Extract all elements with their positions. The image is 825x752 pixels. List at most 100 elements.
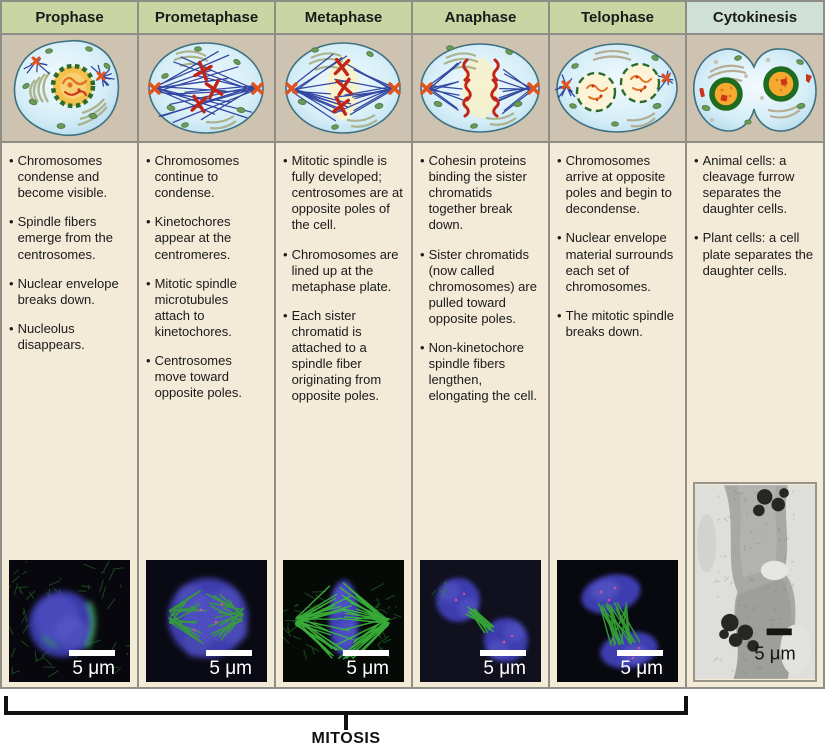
bullet-item: •Plant cells: a cell plate separates the… (694, 230, 816, 278)
bullet-item: •Nucleolus disappears. (9, 321, 130, 353)
bullet-dot: • (557, 230, 562, 246)
anaphase-cell-illustration (413, 35, 548, 143)
stage-column-prophase: Prophase (2, 2, 139, 687)
scale-label: 5 μm (346, 658, 389, 679)
bracket-center-tick (344, 715, 348, 730)
stage-column-metaphase: Metaphase (276, 2, 413, 687)
bullet-text: Cohesin proteins binding the sister chro… (428, 153, 527, 233)
metaphase-cell-drawing-icon (285, 42, 401, 134)
anaphase-bullet-list: •Cohesin proteins binding the sister chr… (420, 153, 541, 418)
bullet-text: Kinetochores appear at the centromeres. (154, 214, 232, 262)
scale-bar (480, 650, 526, 656)
bullet-item: •Nuclear envelope breaks down. (9, 276, 130, 308)
mitosis-label: MITOSIS (311, 730, 381, 747)
anaphase-cell-drawing-icon (420, 43, 540, 133)
cytokinesis-electron-micrograph: 5 μm (693, 482, 817, 682)
scale-bar (343, 650, 389, 656)
bullet-text: Chromosomes condense and become visible. (17, 153, 108, 201)
bullet-text: Mitotic spindle is fully developed; cent… (291, 153, 403, 233)
prophase-cell-illustration (2, 35, 137, 143)
bullet-dot: • (9, 214, 14, 230)
bullet-dot: • (557, 153, 562, 168)
scale-label: 5 μm (72, 658, 115, 679)
stage-body-prophase: •Chromosomes condense and become visible… (2, 143, 137, 687)
stage-title: Cytokinesis (712, 9, 798, 26)
bullet-item: •Kinetochores appear at the centromeres. (146, 214, 267, 262)
bullet-item: •Chromosomes condense and become visible… (9, 153, 130, 201)
stage-column-prometaphase: Prometaphase (139, 2, 276, 687)
bullet-item: •Chromosomes continue to condense. (146, 153, 267, 201)
bullet-item: •Animal cells: a cleavage furrow separat… (694, 153, 816, 217)
scale-bar (206, 650, 252, 656)
bullet-item: •The mitotic spindle breaks down. (557, 308, 678, 340)
bullet-item: •Non-kinetochore spindle fibers lengthen… (420, 340, 541, 404)
bullet-dot: • (420, 153, 425, 168)
bullet-dot: • (283, 246, 288, 262)
bullet-text: Nuclear envelope breaks down. (17, 275, 119, 307)
stage-header-metaphase: Metaphase (276, 2, 411, 35)
telophase-bullet-list: •Chromosomes arrive at opposite poles an… (557, 153, 678, 353)
bullet-item: •Nuclear envelope material surrounds eac… (557, 230, 678, 294)
bullet-text: Nuclear envelope material surrounds each… (565, 230, 674, 294)
bullet-text: Non-kinetochore spindle fibers lengthen,… (428, 340, 537, 404)
stage-title: Metaphase (304, 9, 383, 26)
bullet-dot: • (9, 153, 14, 168)
scale-bar (617, 650, 663, 656)
bullet-text: Sister chromatids (now called chromosome… (428, 246, 537, 326)
stage-column-telophase: Telophase (550, 2, 687, 687)
telophase-cell-drawing-icon (554, 43, 678, 133)
cytokinesis-cell-illustration (687, 35, 823, 143)
bullet-item: •Chromosomes are lined up at the metapha… (283, 247, 404, 295)
bullet-dot: • (146, 275, 151, 291)
prophase-bullet-list: •Chromosomes condense and become visible… (9, 153, 130, 366)
bullet-text: Chromosomes arrive at opposite poles and… (565, 153, 672, 217)
telophase-fluorescence-micrograph: 5 μm (557, 560, 678, 682)
stage-body-anaphase: •Cohesin proteins binding the sister chr… (413, 143, 548, 687)
bullet-dot: • (557, 307, 562, 323)
cytokinesis-cell-drawing-icon (692, 48, 817, 132)
bullet-text: The mitotic spindle breaks down. (565, 307, 674, 339)
scale-label: 5 μm (209, 658, 252, 679)
stage-body-prometaphase: •Chromosomes continue to condense. •Kine… (139, 143, 274, 687)
stage-header-prometaphase: Prometaphase (139, 2, 274, 35)
bullet-dot: • (694, 230, 699, 246)
bullet-text: Animal cells: a cleavage furrow separate… (702, 153, 795, 217)
bullet-dot: • (283, 153, 288, 168)
bullet-text: Mitotic spindle microtubules attach to k… (154, 275, 237, 339)
stage-body-cytokinesis: •Animal cells: a cleavage furrow separat… (687, 143, 823, 687)
bracket-right-tick (684, 696, 688, 715)
bullet-text: Nucleolus disappears. (17, 320, 85, 352)
stage-header-telophase: Telophase (550, 2, 685, 35)
scale-label: 5 μm (754, 642, 795, 663)
stage-title: Telophase (580, 9, 655, 26)
bullet-dot: • (9, 320, 14, 336)
telophase-cell-illustration (550, 35, 685, 143)
cytokinesis-bullet-list: •Animal cells: a cleavage furrow separat… (694, 153, 816, 292)
stage-column-cytokinesis: Cytokinesis (687, 2, 823, 687)
scale-label: 5 μm (483, 658, 526, 679)
stage-header-cytokinesis: Cytokinesis (687, 2, 823, 35)
bullet-dot: • (420, 340, 425, 356)
prometaphase-cell-drawing-icon (148, 42, 264, 134)
bullet-item: •Mitotic spindle is fully developed; cen… (283, 153, 404, 234)
bullet-text: Spindle fibers emerge from the centrosom… (17, 214, 113, 262)
bullet-text: Each sister chromatid is attached to a s… (291, 307, 382, 404)
bullet-item: •Sister chromatids (now called chromosom… (420, 247, 541, 328)
bullet-text: Chromosomes continue to condense. (154, 153, 240, 201)
mitosis-stages-table: Prophase (0, 0, 825, 689)
bracket-left-tick (4, 696, 8, 715)
bullet-item: •Mitotic spindle microtubules attach to … (146, 276, 267, 340)
scale-label: 5 μm (620, 658, 663, 679)
scale-bar (69, 650, 115, 656)
bullet-item: •Cohesin proteins binding the sister chr… (420, 153, 541, 234)
bullet-dot: • (146, 214, 151, 230)
mitosis-bracket-zone: MITOSIS (0, 689, 825, 752)
metaphase-cell-illustration (276, 35, 411, 143)
bullet-dot: • (146, 353, 151, 369)
bullet-dot: • (694, 153, 699, 168)
stage-title: Anaphase (444, 9, 517, 26)
bullet-item: •Each sister chromatid is attached to a … (283, 308, 404, 405)
stage-column-anaphase: Anaphase (413, 2, 550, 687)
stage-body-telophase: •Chromosomes arrive at opposite poles an… (550, 143, 685, 687)
